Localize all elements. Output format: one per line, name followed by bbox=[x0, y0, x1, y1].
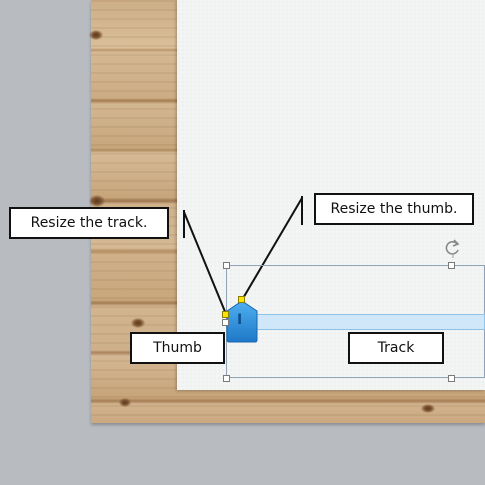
slider-track[interactable] bbox=[247, 314, 485, 330]
callout-resize-thumb-text: Resize the thumb. bbox=[330, 201, 458, 217]
thumb-grip-label: I bbox=[237, 312, 243, 328]
callout-resize-track: Resize the track. bbox=[9, 207, 169, 239]
callout-thumb: Thumb bbox=[130, 332, 225, 364]
callout-track-text: Track bbox=[377, 340, 415, 356]
rotate-handle-icon[interactable] bbox=[444, 238, 462, 258]
thumb-resize-handle[interactable] bbox=[238, 296, 245, 303]
callout-resize-track-text: Resize the track. bbox=[30, 215, 148, 231]
track-resize-handle[interactable] bbox=[222, 311, 229, 318]
wood-knot bbox=[89, 195, 105, 207]
resize-handle-bottom-left[interactable] bbox=[223, 375, 230, 382]
resize-handle-mid-left[interactable] bbox=[222, 319, 229, 326]
resize-handle-top-mid[interactable] bbox=[448, 262, 455, 269]
wood-knot bbox=[421, 404, 435, 413]
resize-handle-bottom-mid[interactable] bbox=[448, 375, 455, 382]
resize-handle-top-left[interactable] bbox=[223, 262, 230, 269]
callout-thumb-text: Thumb bbox=[153, 340, 202, 356]
callout-resize-thumb: Resize the thumb. bbox=[314, 193, 474, 225]
wood-knot bbox=[119, 398, 131, 407]
wood-knot bbox=[89, 30, 103, 40]
wood-knot bbox=[131, 318, 145, 328]
slider-thumb[interactable] bbox=[226, 300, 259, 343]
callout-track: Track bbox=[348, 332, 444, 364]
